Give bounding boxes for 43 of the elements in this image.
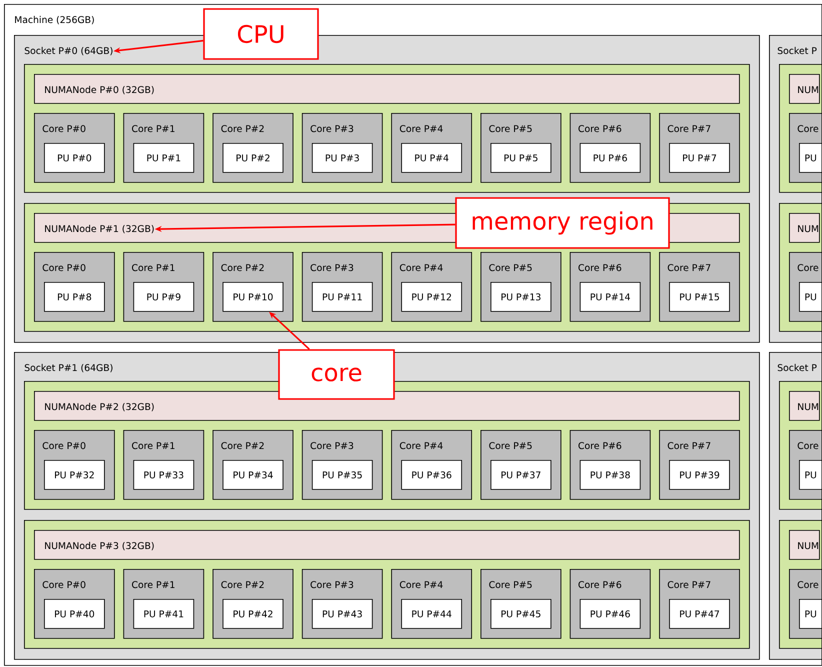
numa-node-box: NUMANode P#0 (32GB) — [34, 74, 740, 104]
pu-box: PU P#0 — [44, 143, 105, 173]
pu-box: PU P#40 — [44, 599, 105, 629]
pu-box: PU P#13 — [490, 282, 552, 312]
pu-box: PU — [799, 599, 822, 629]
pu-box: PU P#9 — [133, 282, 194, 312]
pu-box: PU P#42 — [222, 599, 284, 629]
pu-box: PU P#15 — [669, 282, 730, 312]
pu-box: PU P#5 — [490, 143, 552, 173]
numa-node-box: NUM — [789, 530, 820, 560]
pu-box: PU P#14 — [580, 282, 641, 312]
pu-box: PU P#38 — [580, 460, 641, 490]
pu-box: PU P#6 — [580, 143, 641, 173]
pu-box: PU P#12 — [401, 282, 462, 312]
pu-box: PU — [799, 460, 822, 490]
pu-box: PU P#7 — [669, 143, 730, 173]
pu-box: PU P#36 — [401, 460, 462, 490]
pu-box: PU P#1 — [133, 143, 194, 173]
pu-box: PU P#33 — [133, 460, 194, 490]
pu-box: PU P#11 — [312, 282, 373, 312]
numa-node-box: NUM — [789, 213, 820, 243]
pu-box: PU P#39 — [669, 460, 730, 490]
pu-box: PU P#2 — [222, 143, 284, 173]
pu-box: PU — [799, 143, 822, 173]
numa-node-box: NUMANode P#2 (32GB) — [34, 391, 740, 421]
pu-box: PU P#41 — [133, 599, 194, 629]
numa-node-box: NUMANode P#3 (32GB) — [34, 530, 740, 560]
pu-box: PU P#10 — [222, 282, 284, 312]
numa-node-box: NUM — [789, 74, 820, 104]
pu-box: PU P#43 — [312, 599, 373, 629]
pu-box: PU P#47 — [669, 599, 730, 629]
pu-box: PU P#3 — [312, 143, 373, 173]
pu-box: PU P#4 — [401, 143, 462, 173]
pu-box: PU — [799, 282, 822, 312]
pu-box: PU P#32 — [44, 460, 105, 490]
pu-box: PU P#8 — [44, 282, 105, 312]
pu-box: PU P#37 — [490, 460, 552, 490]
pu-box: PU P#34 — [222, 460, 284, 490]
pu-box: PU P#35 — [312, 460, 373, 490]
pu-box: PU P#46 — [580, 599, 641, 629]
pu-box: PU P#44 — [401, 599, 462, 629]
pu-box: PU P#45 — [490, 599, 552, 629]
numa-node-box: NUM — [789, 391, 820, 421]
